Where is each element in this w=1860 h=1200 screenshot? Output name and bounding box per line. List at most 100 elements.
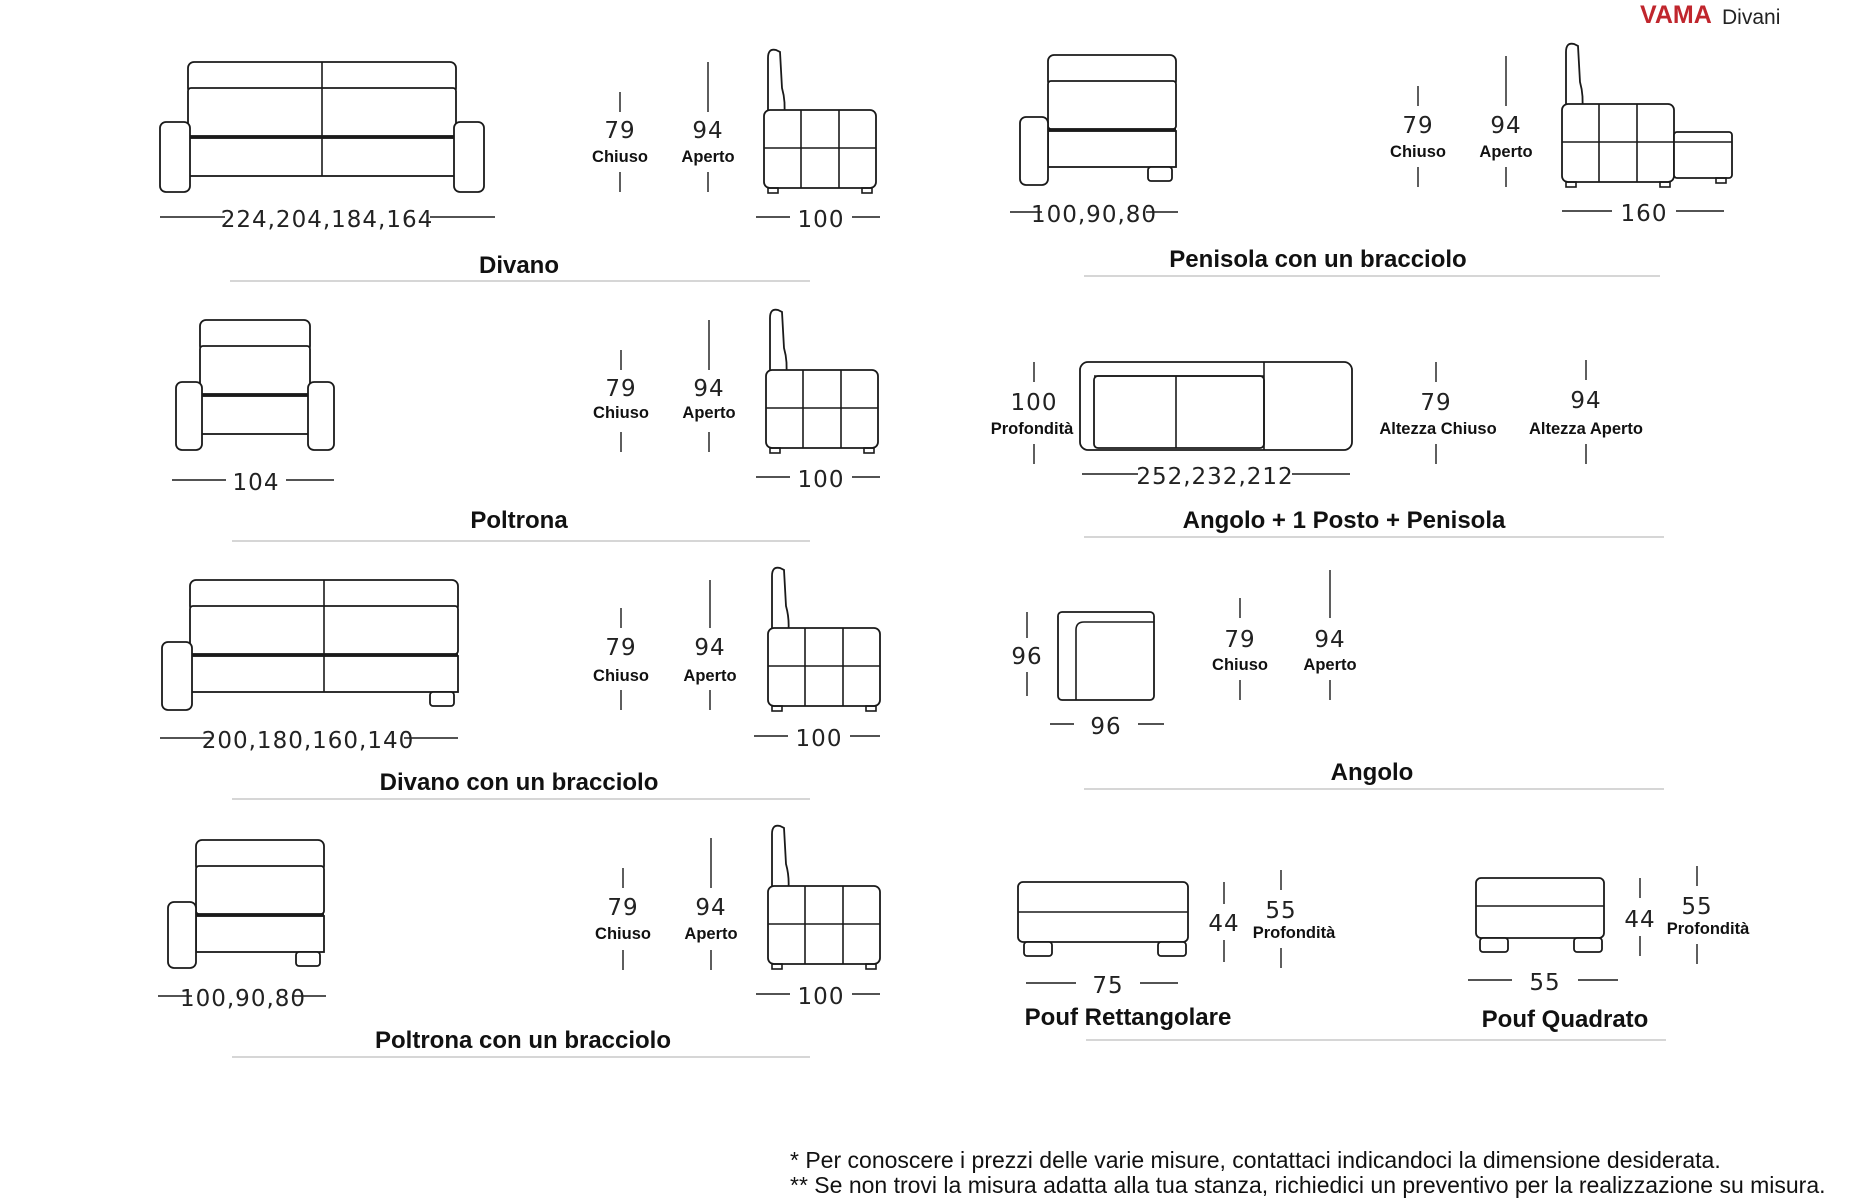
divano-height-closed: 79 Chiuso: [592, 92, 648, 192]
poltrona-bracciolo-depth: 100: [798, 984, 845, 1010]
product-poltrona: 104 79 Chiuso 94 Aperto 100 Poltrona: [172, 308, 880, 542]
app-depth-value: 100: [1011, 390, 1058, 416]
app-closed-label: Altezza Chiuso: [1379, 420, 1496, 438]
pouf-rettangolare-depth-label: Profondità: [1253, 924, 1336, 942]
pouf-rettangolare-height-dim: 44: [1208, 882, 1239, 962]
footnote-1: * Per conoscere i prezzi delle varie mis…: [790, 1147, 1721, 1173]
poltrona-depth-dim: 100: [756, 467, 880, 493]
angolo-posto-penisola-title: Angolo + 1 Posto + Penisola: [1183, 507, 1506, 534]
poltrona-depth: 100: [798, 467, 845, 493]
angolo-posto-penisola-width-dim: 252,232,212: [1082, 464, 1350, 490]
poltrona-bracciolo-front-drawing: [167, 839, 325, 969]
pouf-rettangolare-drawing: [1017, 881, 1189, 957]
penisola-open-value: 94: [1490, 113, 1521, 139]
poltrona-bracciolo-closed-value: 79: [607, 895, 638, 921]
app-closed-value: 79: [1420, 390, 1451, 416]
pouf-rettangolare-depth-value: 55: [1265, 898, 1296, 924]
poltrona-bracciolo-height-closed: 79 Chiuso: [595, 868, 651, 970]
poltrona-bracciolo-closed-label: Chiuso: [595, 925, 651, 943]
footnote-2: ** Se non trovi la misura adatta alla tu…: [790, 1172, 1826, 1198]
pouf-rettangolare-height: 44: [1208, 911, 1239, 937]
pouf-rettangolare-depth-dim: 55 Profondità: [1253, 870, 1336, 968]
divano-closed-label: Chiuso: [592, 148, 648, 166]
angolo-open-value: 94: [1314, 627, 1345, 653]
penisola-closed-value: 79: [1402, 113, 1433, 139]
brand-logo: VAMA Divani: [1640, 1, 1780, 29]
poltrona-bracciolo-height-open: 94 Aperto: [684, 838, 738, 970]
angolo-top-drawing: [1057, 611, 1155, 701]
divano-bracciolo-front-drawing: [161, 579, 459, 711]
divano-bracciolo-depth: 100: [796, 726, 843, 752]
divano-width-dim: 224,204,184,164: [160, 207, 495, 233]
poltrona-height-closed: 79 Chiuso: [593, 350, 649, 452]
penisola-width-dim: 100,90,80: [1010, 202, 1178, 228]
poltrona-bracciolo-open-value: 94: [695, 895, 726, 921]
footnotes: * Per conoscere i prezzi delle varie mis…: [790, 1147, 1826, 1198]
product-penisola: 100,90,80 79 Chiuso 94 Aperto 160 Peniso…: [1010, 42, 1733, 277]
divano-bracciolo-title: Divano con un bracciolo: [380, 769, 659, 796]
poltrona-height-open: 94 Aperto: [682, 320, 736, 452]
angolo-open-label: Aperto: [1303, 656, 1356, 674]
pouf-quadrato-height-dim: 44: [1624, 878, 1655, 956]
product-divano-bracciolo: 200,180,160,140 79 Chiuso 94 Aperto 100 …: [160, 566, 881, 800]
poltrona-bracciolo-depth-dim: 100: [756, 984, 880, 1010]
poltrona-bracciolo-width: 100,90,80: [180, 986, 306, 1012]
penisola-depth-dim: 160: [1562, 201, 1724, 227]
divano-bracciolo-closed-value: 79: [605, 635, 636, 661]
pouf-rettangolare-width-dim: 75: [1026, 973, 1178, 999]
poltrona-open-label: Aperto: [682, 404, 735, 422]
angolo-closed-value: 79: [1224, 627, 1255, 653]
divano-width: 224,204,184,164: [221, 207, 434, 233]
divano-bracciolo-height-open: 94 Aperto: [683, 580, 737, 710]
brand-name: VAMA: [1640, 1, 1712, 29]
pouf-quadrato-title: Pouf Quadrato: [1482, 1006, 1649, 1033]
pouf-quadrato-width-dim: 55: [1468, 970, 1618, 996]
divano-height-open: 94 Aperto: [681, 62, 735, 192]
pouf-quadrato-depth-label: Profondità: [1667, 920, 1750, 938]
product-divano: 224,204,184,164 79 Chiuso 94 Aperto 100 …: [159, 48, 880, 282]
divano-title: Divano: [479, 252, 559, 279]
pouf-rettangolare-width: 75: [1092, 973, 1123, 999]
poltrona-width-dim: 104: [172, 470, 334, 496]
poltrona-side-drawing: [765, 308, 879, 454]
poltrona-title: Poltrona: [470, 507, 568, 534]
divano-depth: 100: [798, 207, 845, 233]
app-open-label: Altezza Aperto: [1529, 420, 1643, 438]
angolo-height-closed: 79 Chiuso: [1212, 598, 1268, 700]
product-pouf-rettangolare: 75 44 55 Profondità Pouf Rettangolare: [1017, 870, 1336, 1031]
poltrona-closed-value: 79: [605, 376, 636, 402]
penisola-height-closed: 79 Chiuso: [1390, 86, 1446, 187]
angolo-posto-penisola-height-closed: 79 Altezza Chiuso: [1379, 362, 1497, 464]
divano-bracciolo-width-dim: 200,180,160,140: [160, 728, 458, 754]
divano-front-drawing: [159, 61, 485, 193]
angolo-side: 96: [1011, 644, 1042, 670]
divano-bracciolo-open-value: 94: [694, 635, 725, 661]
app-depth-label: Profondità: [991, 420, 1074, 438]
poltrona-closed-label: Chiuso: [593, 404, 649, 422]
angolo-posto-penisola-top-drawing: [1079, 361, 1353, 451]
penisola-side-drawing: [1561, 42, 1733, 188]
penisola-title: Penisola con un bracciolo: [1169, 246, 1466, 273]
divano-bracciolo-width: 200,180,160,140: [202, 728, 415, 754]
angolo-closed-label: Chiuso: [1212, 656, 1268, 674]
penisola-height-open: 94 Aperto: [1479, 56, 1533, 187]
penisola-width: 100,90,80: [1031, 202, 1157, 228]
angolo-side-dim: 96: [1011, 612, 1042, 696]
angolo-posto-penisola-depth: 100 Profondità: [991, 362, 1074, 464]
poltrona-open-value: 94: [693, 376, 724, 402]
penisola-closed-label: Chiuso: [1390, 143, 1446, 161]
app-open-value: 94: [1570, 388, 1601, 414]
divano-bracciolo-side-drawing: [767, 566, 881, 712]
divano-open-value: 94: [692, 118, 723, 144]
brand-suffix: Divani: [1722, 6, 1780, 29]
penisola-depth: 160: [1621, 201, 1668, 227]
product-poltrona-bracciolo: 100,90,80 79 Chiuso 94 Aperto 100 Poltro…: [158, 824, 881, 1058]
product-pouf-quadrato: 55 44 55 Profondità Pouf Quadrato: [1086, 866, 1750, 1041]
poltrona-bracciolo-side-drawing: [767, 824, 881, 970]
divano-bracciolo-open-label: Aperto: [683, 667, 736, 685]
poltrona-width: 104: [233, 470, 280, 496]
product-angolo: 96 96 79 Chiuso 94 Aperto Angolo: [1011, 570, 1664, 790]
angolo-width: 96: [1090, 714, 1121, 740]
divano-open-label: Aperto: [681, 148, 734, 166]
pouf-quadrato-width: 55: [1529, 970, 1560, 996]
